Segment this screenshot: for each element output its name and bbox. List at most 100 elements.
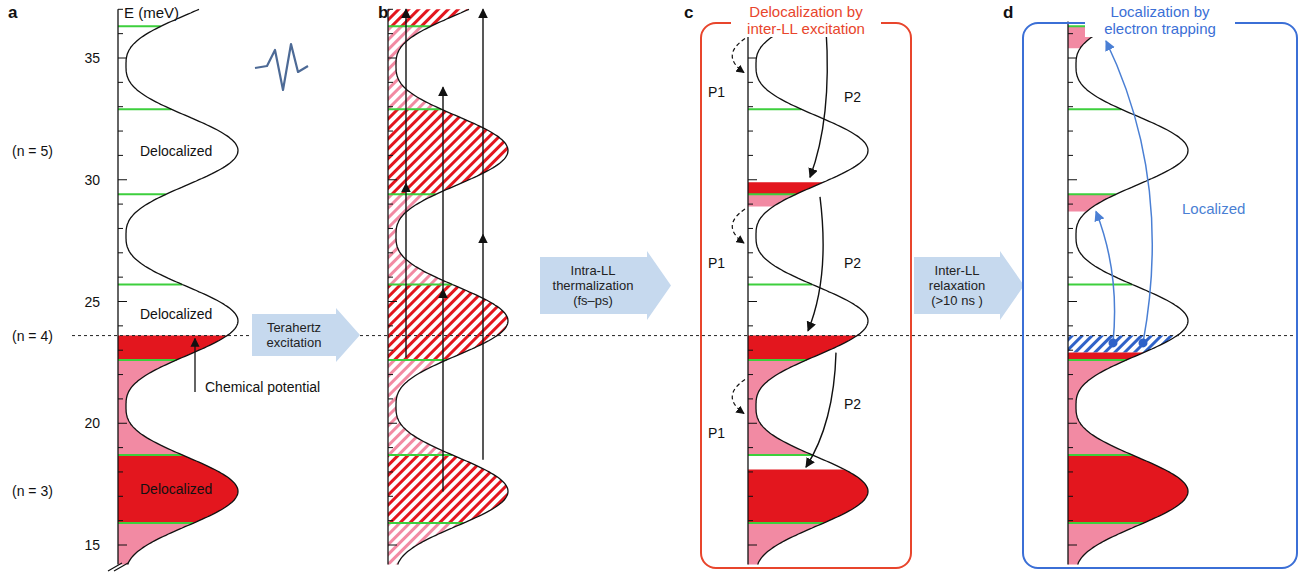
- mobility-edge: [748, 359, 807, 361]
- axis-tick: [118, 471, 123, 472]
- state-label: Delocalized: [140, 142, 212, 160]
- axis-tick: [118, 447, 123, 448]
- process-label: P1: [708, 424, 725, 442]
- mobility-edge: [748, 522, 824, 524]
- axis-tick: [1068, 82, 1073, 83]
- tick-label: 25: [84, 293, 100, 311]
- dos-curve: [396, 9, 508, 564]
- mobility-edge: [748, 283, 812, 285]
- mobility-edge: [1068, 359, 1127, 361]
- excitation-arrow: [482, 9, 483, 459]
- state-label: Delocalized: [140, 480, 212, 498]
- axis-tick: [388, 398, 393, 399]
- axis-tick: [748, 398, 753, 399]
- mobility-edge: [388, 108, 441, 110]
- dos-curve: [756, 22, 868, 565]
- process-label: P1: [708, 83, 725, 101]
- arrow-body: [540, 251, 671, 320]
- process-label: P1: [708, 254, 725, 272]
- axis-tick: [388, 423, 397, 424]
- axis-tick: [388, 496, 393, 497]
- filled-band: [388, 523, 464, 564]
- axis-tick: [118, 131, 123, 132]
- axis-tick: [748, 520, 753, 521]
- process-label: P2: [844, 88, 861, 106]
- axis-tick: [748, 82, 753, 83]
- chemical-potential-label: Chemical potential: [205, 378, 320, 396]
- axis-tick: [118, 325, 123, 326]
- axis-tick: [1068, 496, 1073, 497]
- axis-tick: [388, 325, 393, 326]
- axis-tick: [388, 179, 397, 180]
- filled-band: [1068, 353, 1144, 360]
- mobility-edge: [118, 25, 161, 27]
- axis-tick: [1068, 350, 1073, 351]
- axis-tick: [748, 131, 753, 132]
- filled-band: [1068, 194, 1116, 211]
- axis-tick: [748, 228, 753, 229]
- axis-tick: [748, 277, 753, 278]
- axis-tick: [748, 350, 753, 351]
- filled-band: [388, 9, 469, 26]
- energy-axis: [747, 21, 748, 564]
- axis-tick: [1068, 520, 1073, 521]
- axis-tick: [1068, 325, 1073, 326]
- tick-label: 15: [84, 536, 100, 554]
- level-index: (n = 4): [12, 327, 53, 345]
- filled-band: [1068, 360, 1132, 455]
- axis-tick: [748, 301, 757, 302]
- axis-tick: [388, 58, 397, 59]
- axis-tick: [118, 33, 123, 34]
- filled-band: [118, 455, 238, 523]
- trapping-arrow: [1096, 211, 1115, 342]
- axis-tick: [388, 155, 393, 156]
- mobility-edge: [748, 454, 812, 456]
- level-index: (n = 5): [12, 142, 53, 160]
- filled-band: [748, 523, 824, 564]
- mobility-edge: [748, 193, 796, 195]
- dos-curve: [126, 9, 238, 564]
- arrow-body: [252, 308, 360, 362]
- axis-tick: [118, 228, 123, 229]
- axis-tick: [118, 82, 123, 83]
- mobility-edge: [388, 359, 447, 361]
- axis-tick: [1068, 471, 1073, 472]
- state-label: Delocalized: [140, 305, 212, 323]
- axis-tick: [1068, 374, 1073, 375]
- axis-tick: [1068, 155, 1073, 156]
- axis-tick: [1068, 131, 1073, 132]
- axis-tick: [118, 520, 123, 521]
- trapped-electron: [1139, 338, 1148, 347]
- axis-tick: [118, 106, 123, 107]
- axis-tick: [1068, 33, 1073, 34]
- filled-band: [118, 336, 227, 360]
- axis-tick: [388, 301, 397, 302]
- mobility-edge: [388, 193, 436, 195]
- mobility-edge: [1068, 108, 1121, 110]
- filled-band: [748, 470, 868, 524]
- filled-band: [748, 336, 857, 360]
- axis-tick: [1068, 204, 1073, 205]
- process-label: P2: [844, 254, 861, 272]
- frame-heading: Localization by electron trapping: [1085, 3, 1235, 37]
- mobility-edge: [118, 283, 182, 285]
- axis-title: E (meV): [124, 4, 179, 22]
- trapping-arrow: [1106, 41, 1152, 343]
- filled-band: [388, 455, 508, 523]
- axis-tick: [388, 252, 393, 253]
- axis-tick: [748, 58, 757, 59]
- arrow-text: Inter-LL relaxation (>10 ns ): [920, 263, 994, 308]
- mobility-edge: [388, 25, 431, 27]
- axis-tick: [388, 106, 393, 107]
- axis-tick: [1068, 301, 1077, 302]
- mobility-edge: [1068, 283, 1132, 285]
- axis-tick: [1068, 423, 1077, 424]
- p1-arrow: [732, 379, 745, 413]
- axis-tick: [1068, 545, 1077, 546]
- arrow-text: Intra-LL thermalization (fs–ps): [546, 263, 641, 308]
- axis-tick: [1068, 447, 1073, 448]
- axis-tick: [748, 252, 753, 253]
- p2-arrow: [810, 29, 827, 178]
- axis-tick: [748, 204, 753, 205]
